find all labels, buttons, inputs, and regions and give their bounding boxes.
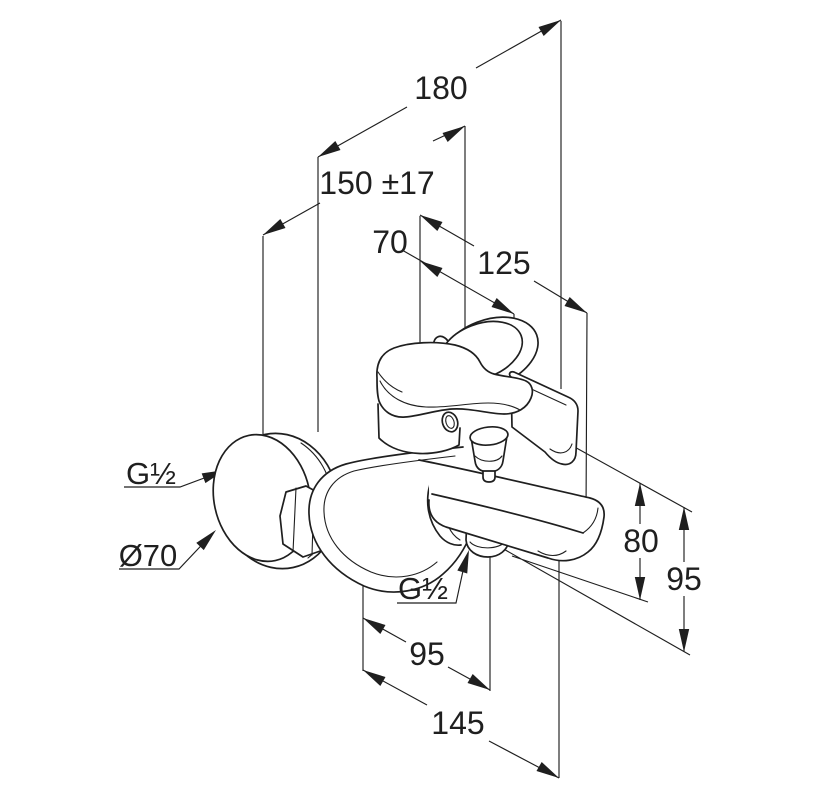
dimension-labels: 180 150 ±17 70 125 80 95 95 145 <box>319 70 702 741</box>
extension-lines <box>262 21 693 778</box>
note-outlet-thread-label: G½ <box>398 571 448 606</box>
spout-top-edge <box>431 493 584 534</box>
dim-95-bottom-label: 95 <box>409 636 445 672</box>
note-escutcheon-diameter-label: Ø70 <box>119 538 178 573</box>
diverter-knob-top <box>469 425 509 447</box>
dim-80-label: 80 <box>623 523 659 559</box>
lever-front-bevel <box>377 371 403 393</box>
dim-180-label: 180 <box>414 70 467 106</box>
faucet-illustration <box>212 316 605 593</box>
diagonal-extension-lines <box>485 444 693 656</box>
diverter-knob-nub <box>482 470 496 483</box>
dim-95-right-label: 95 <box>666 561 702 597</box>
left-arm-outline <box>308 446 473 593</box>
dim-150-label: 150 ±17 <box>319 165 434 201</box>
lever-rim-line <box>379 380 521 411</box>
lever-handle <box>376 341 534 418</box>
body-underside-curve <box>426 483 462 547</box>
dim-70-label: 70 <box>372 224 408 260</box>
diverter-knob-band <box>474 455 503 462</box>
note-supply-thread-label: G½ <box>126 456 176 491</box>
note-labels: G½ Ø70 G½ <box>119 456 448 606</box>
left-arm-edge-line <box>323 455 456 578</box>
cartridge-housing-outline <box>377 403 461 455</box>
dim-125-label: 125 <box>477 245 530 281</box>
spout-fill <box>419 460 605 561</box>
housing-oval-detail <box>441 411 459 433</box>
spout-end-details <box>537 507 599 557</box>
spout-outline <box>418 459 605 562</box>
dim-145-label: 145 <box>431 705 484 741</box>
housing-oval-detail-inner <box>445 415 455 429</box>
leader-outlet-thread <box>397 556 467 604</box>
